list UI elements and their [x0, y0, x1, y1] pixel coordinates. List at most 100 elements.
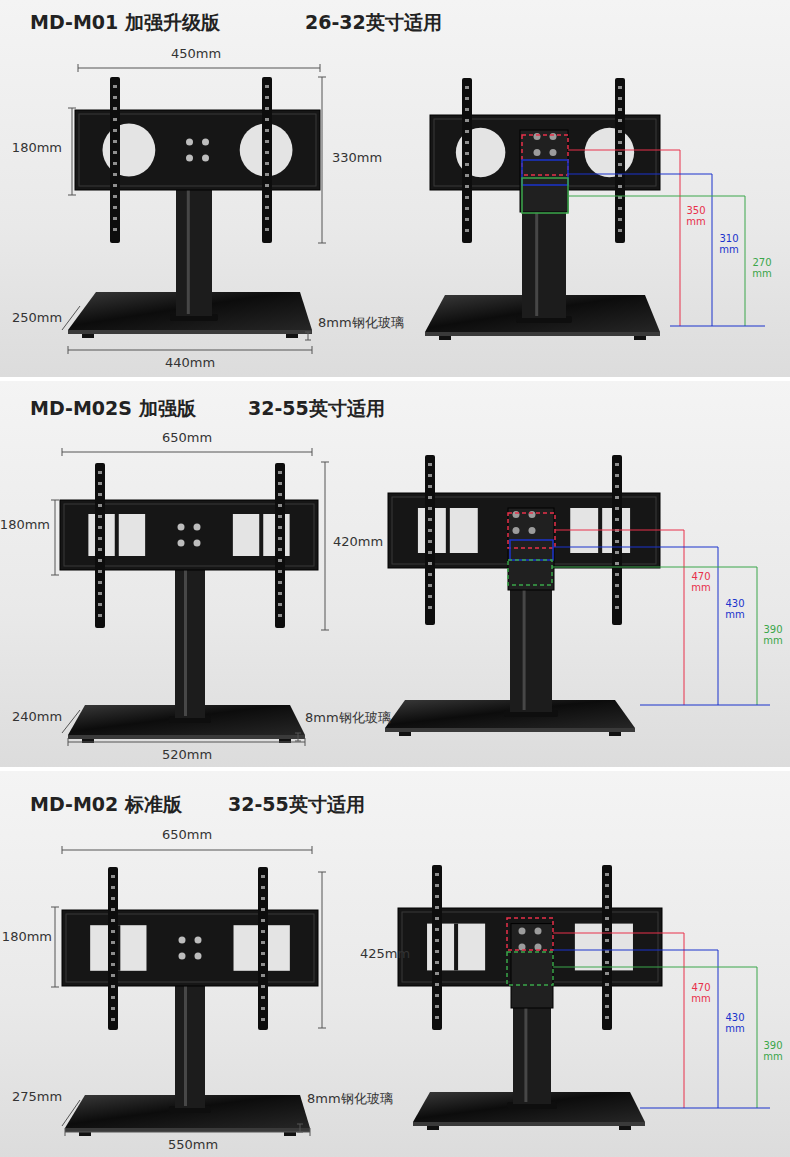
label-slot: 310 mm: [716, 233, 742, 255]
model-heading: MD-M02 标准版: [30, 792, 182, 818]
rail-hole: [465, 108, 469, 111]
height-callout: 430 mm: [722, 598, 748, 620]
rail-hole: [98, 526, 102, 529]
height-leader: [553, 547, 718, 705]
label-slot: 390 mm: [760, 624, 786, 646]
dimension-line: [78, 64, 79, 72]
label-slot: 350 mm: [683, 205, 709, 227]
bolt-hole: [195, 953, 202, 960]
panel-band: [0, 381, 790, 767]
dimension-label: 8mm钢化玻璃: [318, 315, 404, 331]
rail-hole: [261, 930, 265, 933]
glass-edge: [413, 1122, 645, 1126]
rail-hole: [605, 961, 609, 964]
rail-hole: [435, 939, 439, 942]
dimension-line: [318, 872, 326, 873]
mount-block: [520, 130, 568, 212]
cutout-bar: [446, 508, 450, 553]
rail-hole: [111, 897, 115, 900]
rail-hole: [605, 1005, 609, 1008]
rail-hole: [465, 119, 469, 122]
dimension-line: [305, 332, 311, 333]
height-callout: 310 mm: [716, 233, 742, 255]
rail-hole: [111, 930, 115, 933]
height-leader: [553, 950, 718, 1108]
dimension-label: 440mm: [165, 355, 215, 371]
rail-hole: [465, 130, 469, 133]
rail-hole: [265, 151, 269, 154]
rail-hole: [278, 570, 282, 573]
dimension-line: [325, 462, 326, 630]
model-heading: MD-M01 加强升级版: [30, 10, 220, 36]
rail-hole: [615, 595, 619, 598]
rail-hole: [278, 482, 282, 485]
rail-hole: [615, 496, 619, 499]
dimension-label: 420mm: [333, 534, 383, 550]
dimension-line: [321, 462, 329, 463]
rail-hole: [111, 1007, 115, 1010]
rail-hole: [605, 873, 609, 876]
height-leader: [640, 1108, 770, 1109]
dimension-line: [68, 346, 69, 354]
size-range: 26-32英寸适用: [305, 10, 442, 36]
height-callout: 390 mm: [760, 1040, 786, 1062]
rail-hole: [113, 140, 117, 143]
vertical-rail: [262, 77, 272, 243]
rail-hole: [261, 1007, 265, 1010]
dimension-line: [78, 68, 320, 69]
rail-hole: [113, 118, 117, 121]
tv-stand: [398, 865, 662, 1130]
vertical-rail: [602, 865, 612, 1030]
rail-hole: [618, 152, 622, 155]
bolt-hole: [550, 133, 557, 140]
cutout-bar: [454, 924, 458, 971]
rail-hole: [428, 551, 432, 554]
rail-hole: [605, 983, 609, 986]
mount-block: [511, 924, 553, 1008]
dimension-line: [62, 1100, 80, 1126]
rail-hole: [98, 548, 102, 551]
rail-hole: [113, 173, 117, 176]
column: [176, 190, 212, 316]
dimension-label: 180mm: [2, 929, 52, 945]
rail-hole: [605, 884, 609, 887]
tv-stand: [62, 867, 318, 1136]
dimension-label: 180mm: [12, 140, 62, 156]
rail-hole: [261, 941, 265, 944]
label-slot: 650mm: [162, 430, 212, 446]
rail-hole: [113, 217, 117, 220]
bolt-hole: [195, 937, 202, 944]
dimension-line: [295, 741, 301, 742]
rail-hole: [435, 928, 439, 931]
rail-hole: [615, 507, 619, 510]
rail-hole: [111, 974, 115, 977]
rail-hole: [261, 886, 265, 889]
rail-hole: [111, 963, 115, 966]
rail-hole: [278, 603, 282, 606]
rail-hole: [113, 162, 117, 165]
heading-row: MD-M02S 加强版32-55英寸适用: [0, 381, 790, 422]
base-foot: [82, 334, 94, 338]
label-slot: 650mm: [162, 827, 212, 843]
label-slot: 425mm: [360, 946, 410, 962]
rail-hole: [278, 537, 282, 540]
rail-hole: [98, 493, 102, 496]
bolt-hole: [534, 149, 541, 156]
dimension-line: [298, 733, 299, 741]
label-slot: 520mm: [162, 747, 212, 763]
dimension-label: 275mm: [12, 1089, 62, 1105]
rail-hole: [465, 185, 469, 188]
label-slot: 8mm钢化玻璃: [307, 1091, 393, 1107]
bolt-hole: [513, 511, 520, 518]
rail-hole: [265, 206, 269, 209]
rail-hole: [465, 163, 469, 166]
dimension-line: [51, 500, 59, 501]
label-slot: 450mm: [171, 46, 221, 62]
bolt-hole: [550, 149, 557, 156]
rail-hole: [465, 174, 469, 177]
dimension-line: [68, 738, 69, 746]
rail-hole: [605, 972, 609, 975]
rail-hole: [261, 919, 265, 922]
heading-row: MD-M01 加强升级版 26-32英寸适用: [0, 0, 790, 36]
